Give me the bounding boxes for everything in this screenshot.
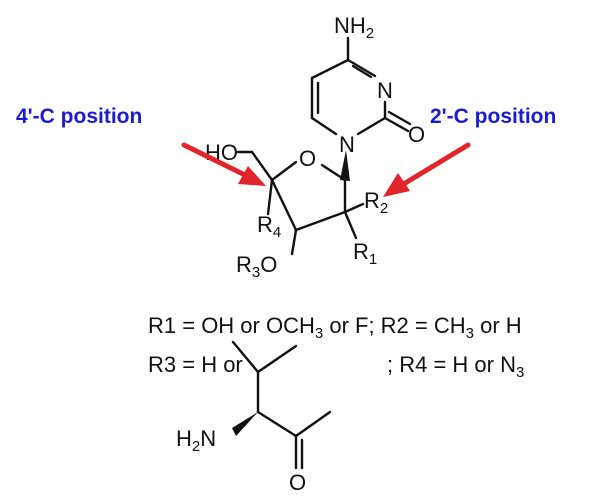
- bond-c1-o: [320, 163, 347, 182]
- callout-2c-position: 2'-C position: [430, 105, 556, 128]
- carbonyl-o-label: O: [408, 122, 425, 147]
- bond-c2-n1: [356, 116, 387, 136]
- bond-c2-r2: [343, 202, 365, 214]
- valine-nh2-label: H2N: [176, 426, 216, 455]
- bond-o-c4: [270, 160, 298, 182]
- bond-c4-c3: [270, 178, 298, 232]
- definition-line-2b: ; R4 = H or N3: [387, 352, 524, 381]
- valine-o-label: O: [289, 470, 306, 495]
- bond-n1-c6: [310, 116, 338, 136]
- r3-o-label: R3O: [236, 252, 277, 281]
- arrow-shaft-4c: [181, 142, 250, 179]
- bond-c4-n3-double: [351, 64, 373, 79]
- ring-n1-label: N: [339, 132, 355, 157]
- bond-c2-o: [383, 116, 410, 133]
- amine-nh2-label: NH2: [334, 13, 374, 42]
- bond-c5-c4: [310, 58, 350, 80]
- bond-val-me1: [231, 340, 260, 374]
- definition-line-2a: R3 = H or: [148, 352, 243, 377]
- r2-label: R2: [364, 188, 388, 217]
- wedge-bond-ca-n: [232, 412, 258, 436]
- bond-c2-o-double: [387, 110, 412, 126]
- bond-c4-r4: [266, 178, 274, 216]
- r1-label: R1: [353, 239, 377, 268]
- valine-fragment: [231, 340, 332, 470]
- r4-label: R4: [257, 212, 281, 241]
- arrow-to-4c: [181, 142, 266, 186]
- callout-4c-position: 4'-C position: [16, 105, 142, 128]
- bond-c3-c2: [294, 210, 347, 232]
- sugar-ring: [236, 150, 365, 256]
- ring-o-label: O: [299, 146, 316, 171]
- bond-c4-ch2: [250, 150, 274, 182]
- arrow-shaft-2c: [399, 142, 471, 188]
- bond-val-me2: [256, 344, 298, 374]
- bond-ca-co: [256, 410, 298, 438]
- cytosine-base: [310, 36, 412, 136]
- bond-co-me: [294, 410, 332, 438]
- arrow-head-4c: [238, 166, 266, 186]
- arrow-head-2c: [383, 173, 410, 197]
- wedge-bond-n1-c1: [340, 150, 350, 181]
- bond-c2-r1: [343, 210, 358, 240]
- arrow-to-2c: [383, 142, 471, 197]
- definition-line-1: R1 = OH or OCH3 or F; R2 = CH3 or H: [148, 313, 522, 342]
- ring-n3-label: N: [377, 78, 393, 103]
- bond-c4-n3: [346, 58, 377, 78]
- bond-c3-o: [290, 228, 298, 256]
